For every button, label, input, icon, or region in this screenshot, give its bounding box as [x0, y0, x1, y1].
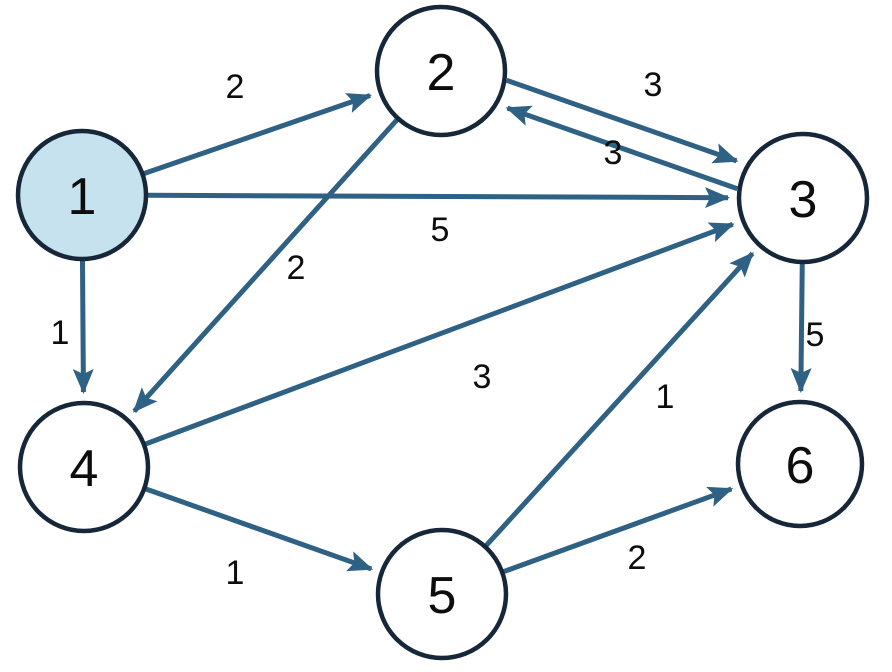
node-4[interactable]: 4	[17, 400, 151, 534]
node-5[interactable]: 5	[375, 527, 509, 661]
edge-4-to-5[interactable]	[144, 486, 374, 572]
node-label-4: 4	[70, 440, 99, 498]
node-circle-5[interactable]	[375, 527, 509, 661]
edge-weight-2-3: 3	[644, 66, 663, 104]
edge-weight-4-5: 1	[226, 554, 245, 592]
edge-4-to-3[interactable]	[144, 221, 735, 447]
edge-2-to-3[interactable]	[505, 77, 739, 164]
node-label-6: 6	[786, 437, 815, 495]
edge-weight-1-2: 2	[226, 68, 245, 106]
edge-weight-5-6: 2	[628, 539, 647, 577]
node-circle-2[interactable]	[374, 4, 508, 138]
edge-weight-5-3: 1	[656, 378, 675, 416]
edge-3-to-2[interactable]	[505, 105, 739, 192]
node-label-1: 1	[68, 168, 97, 226]
edge-2-to-4[interactable]	[132, 117, 400, 413]
edge-weight-1-3: 5	[431, 211, 450, 249]
node-circle-4[interactable]	[17, 400, 151, 534]
edge-3-to-6[interactable]	[790, 262, 812, 394]
node-3[interactable]: 3	[736, 131, 870, 265]
node-6[interactable]: 6	[735, 399, 865, 529]
node-circle-6[interactable]	[735, 399, 865, 529]
node-2[interactable]: 2	[374, 4, 508, 138]
edge-1-to-3[interactable]	[146, 187, 731, 209]
node-layer: 1 2 3 4 5 6	[15, 4, 870, 661]
node-label-2: 2	[427, 44, 456, 102]
edge-1-to-4[interactable]	[72, 259, 94, 395]
node-1[interactable]: 1	[15, 128, 149, 262]
edge-weight-3-2: 3	[604, 134, 623, 172]
edge-1-to-2[interactable]	[142, 93, 373, 177]
node-circle-3[interactable]	[736, 131, 870, 265]
edge-weight-4-3: 3	[473, 358, 492, 396]
node-circle-1[interactable]	[15, 128, 149, 262]
edge-layer	[72, 77, 812, 575]
edge-weight-3-6: 5	[806, 316, 825, 354]
node-label-3: 3	[789, 171, 818, 229]
edge-5-to-6[interactable]	[502, 486, 734, 575]
edge-5-to-3[interactable]	[483, 251, 755, 548]
node-label-5: 5	[428, 567, 457, 625]
edge-weight-1-4: 1	[51, 314, 70, 352]
edge-weight-2-4: 2	[287, 249, 306, 287]
